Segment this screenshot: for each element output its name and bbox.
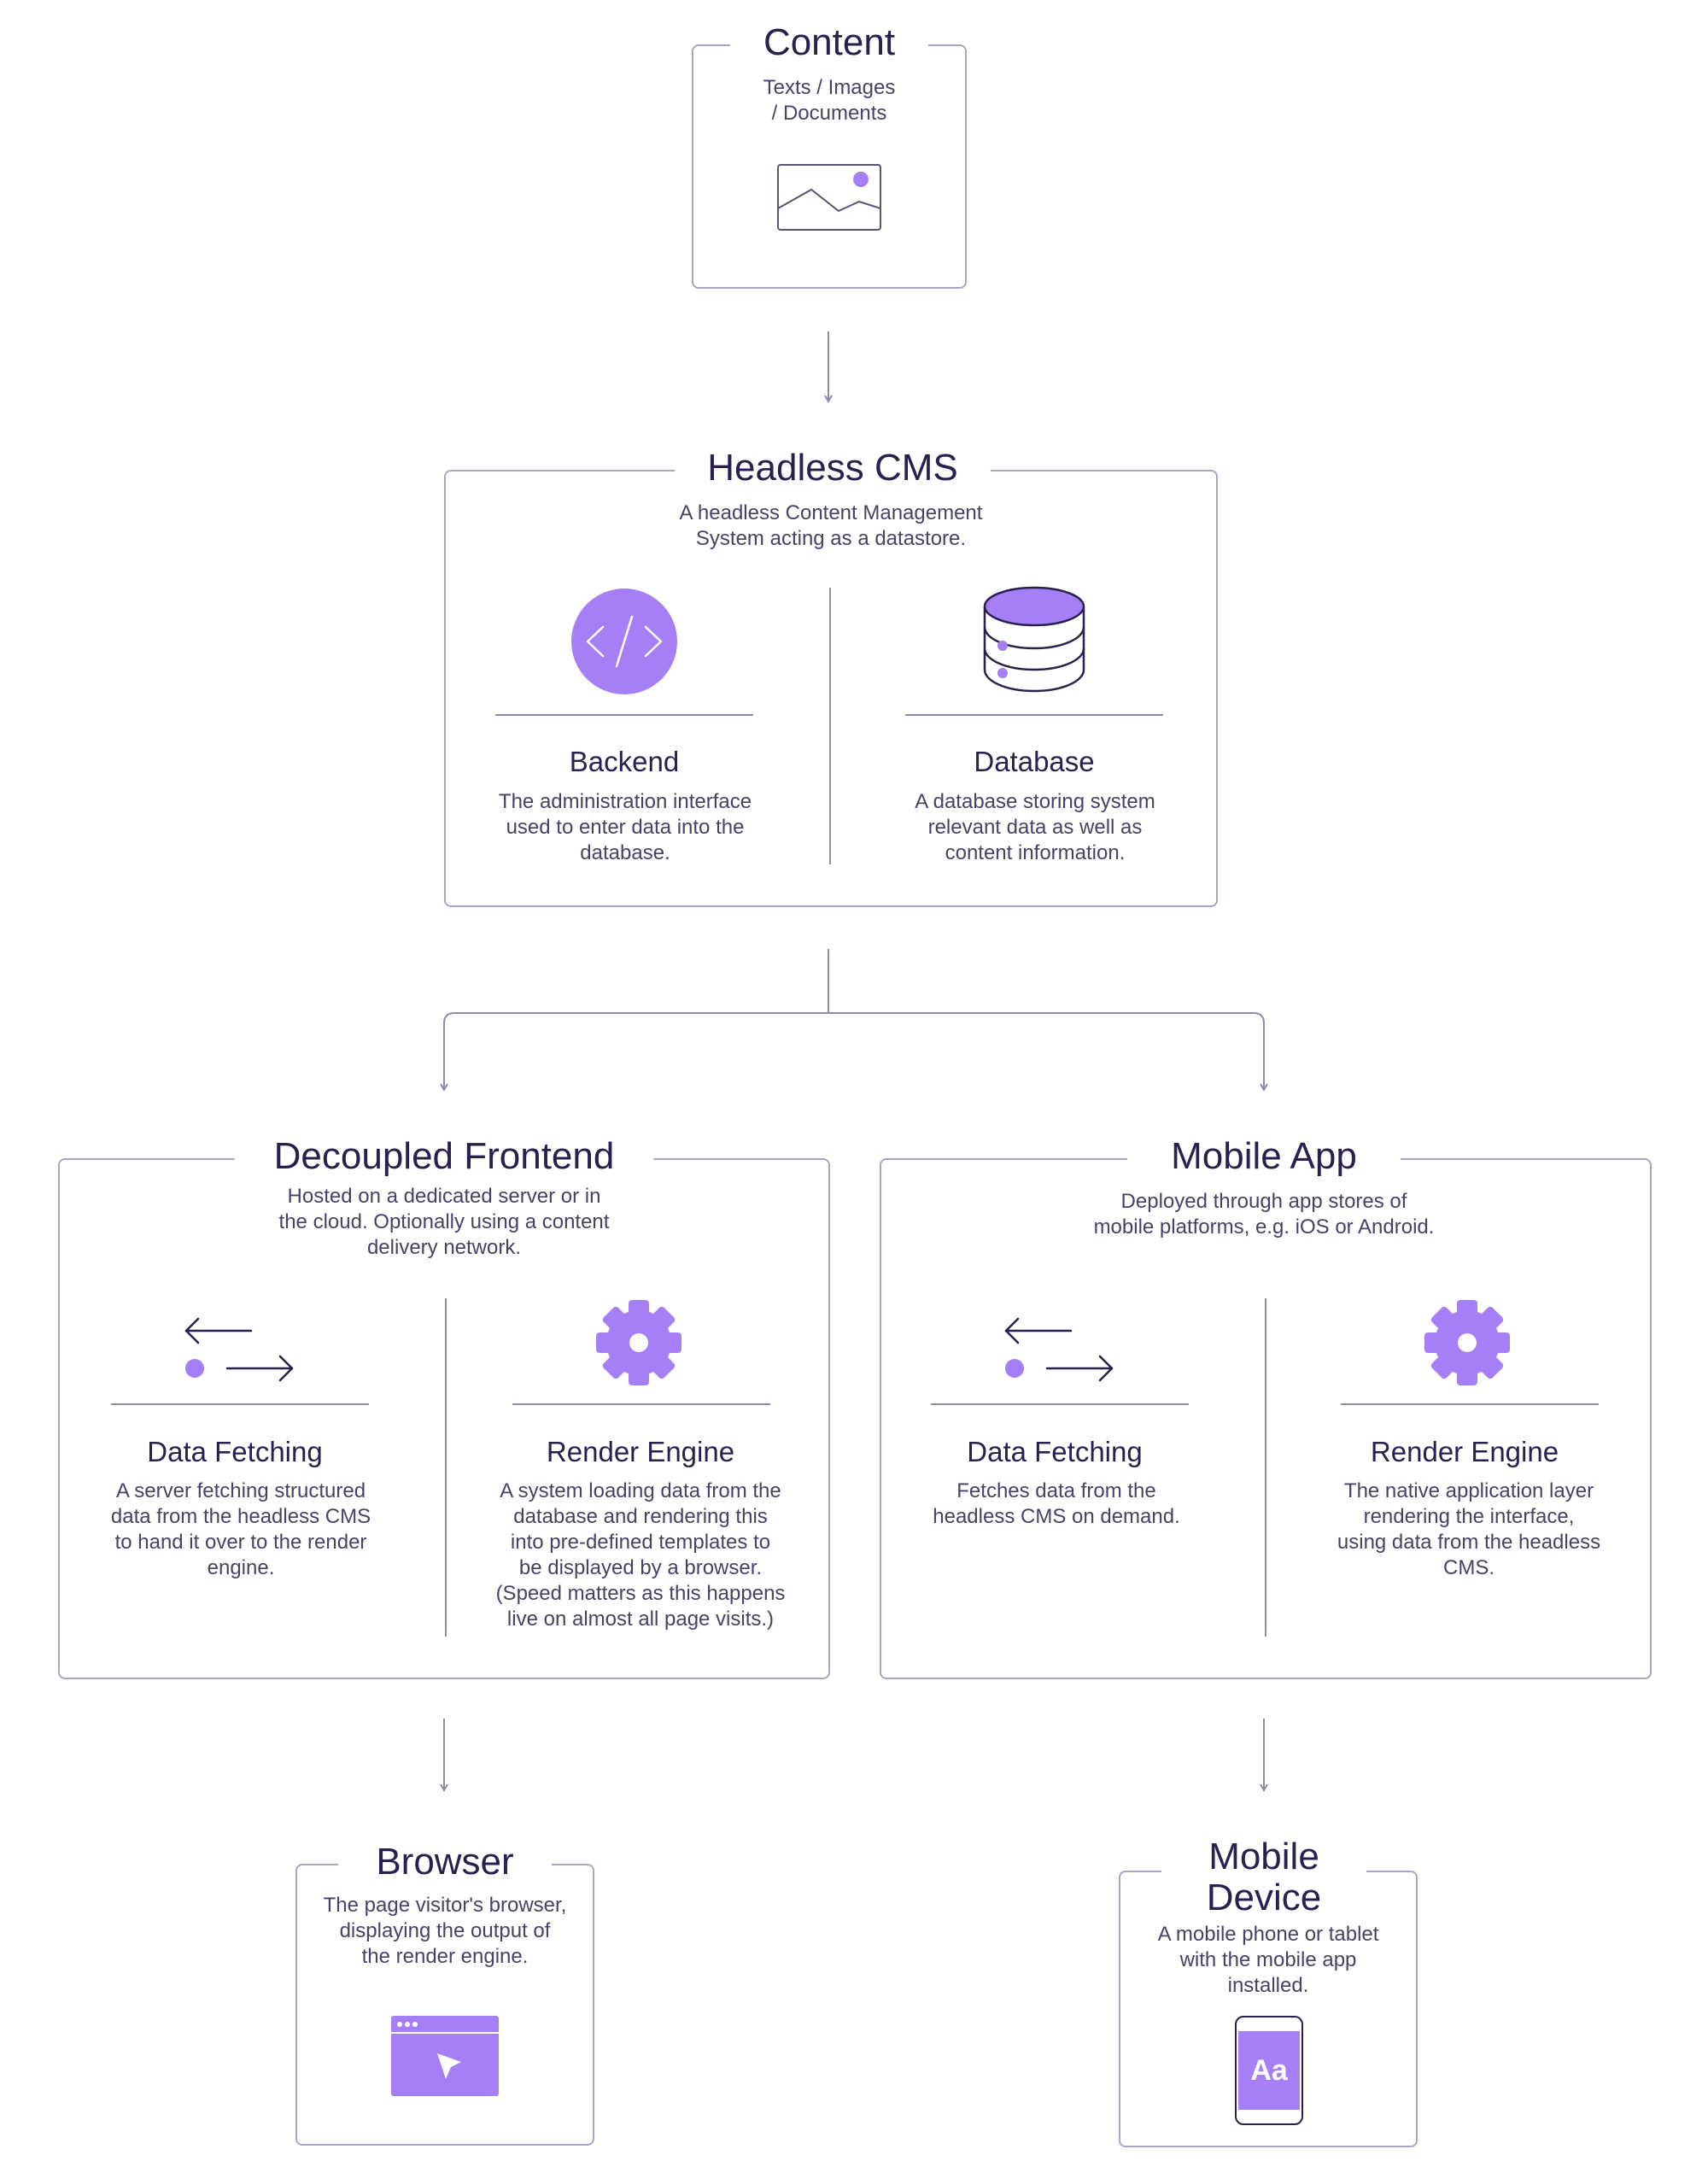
phone-screen-label: Aa	[1250, 2053, 1288, 2087]
image-icon	[777, 164, 881, 231]
content-description: Texts / Images / Documents	[763, 76, 896, 125]
mobile-app-title: Mobile App	[1127, 1136, 1401, 1177]
frontend-data-fetching-description: A server fetching structured data from t…	[110, 1479, 371, 1579]
gear-icon	[1424, 1300, 1510, 1385]
mobile-device-title: Mobile Device	[1161, 1836, 1366, 1918]
decoupled-frontend-divider	[445, 1298, 447, 1637]
mobile-app-divider	[1265, 1298, 1266, 1637]
frontend-render-engine-description: A system loading data from the database …	[495, 1479, 786, 1631]
mobile-data-fetching-underline	[931, 1403, 1189, 1405]
headless-cms-divider	[829, 588, 831, 864]
backend-title: Backend	[569, 746, 680, 777]
mobile-app-description: Deployed through app stores of mobile pl…	[1093, 1190, 1435, 1239]
content-title: Content	[730, 22, 928, 63]
exchange-arrows-icon	[1004, 1317, 1114, 1382]
frontend-data-fetching-underline	[111, 1403, 369, 1405]
frontend-render-engine-underline	[512, 1403, 770, 1405]
database-underline	[905, 714, 1163, 716]
code-icon	[571, 589, 677, 694]
mobile-data-fetching-description: Fetches data from the headless CMS on de…	[933, 1479, 1180, 1528]
mobile-render-engine-description: The native application layer rendering t…	[1337, 1479, 1601, 1579]
headless-cms-title: Headless CMS	[675, 448, 991, 489]
database-title: Database	[974, 746, 1095, 777]
backend-description: The administration interface used to ent…	[498, 790, 752, 864]
browser-description: The page visitor's browser, displaying t…	[323, 1894, 567, 1968]
backend-underline	[495, 714, 753, 716]
mobile-device-description: A mobile phone or tablet with the mobile…	[1157, 1923, 1379, 1997]
database-description: A database storing system relevant data …	[915, 790, 1155, 864]
mobile-data-fetching-title: Data Fetching	[967, 1436, 1143, 1467]
phone-icon: Aa	[1235, 2016, 1303, 2125]
decoupled-frontend-description: Hosted on a dedicated server or in the c…	[278, 1185, 610, 1259]
browser-title: Browser	[338, 1842, 552, 1883]
mobile-render-engine-title: Render Engine	[1370, 1436, 1559, 1467]
headless-cms-description: A headless Content Management System act…	[679, 501, 983, 550]
browser-window-icon	[391, 2016, 499, 2096]
exchange-arrows-icon	[184, 1317, 294, 1382]
mobile-render-engine-underline	[1341, 1403, 1599, 1405]
database-icon	[983, 586, 1085, 693]
frontend-data-fetching-title: Data Fetching	[147, 1436, 323, 1467]
gear-icon	[596, 1300, 681, 1385]
decoupled-frontend-title: Decoupled Frontend	[235, 1136, 653, 1177]
frontend-render-engine-title: Render Engine	[546, 1436, 735, 1467]
phone-screen: Aa	[1238, 2031, 1300, 2110]
